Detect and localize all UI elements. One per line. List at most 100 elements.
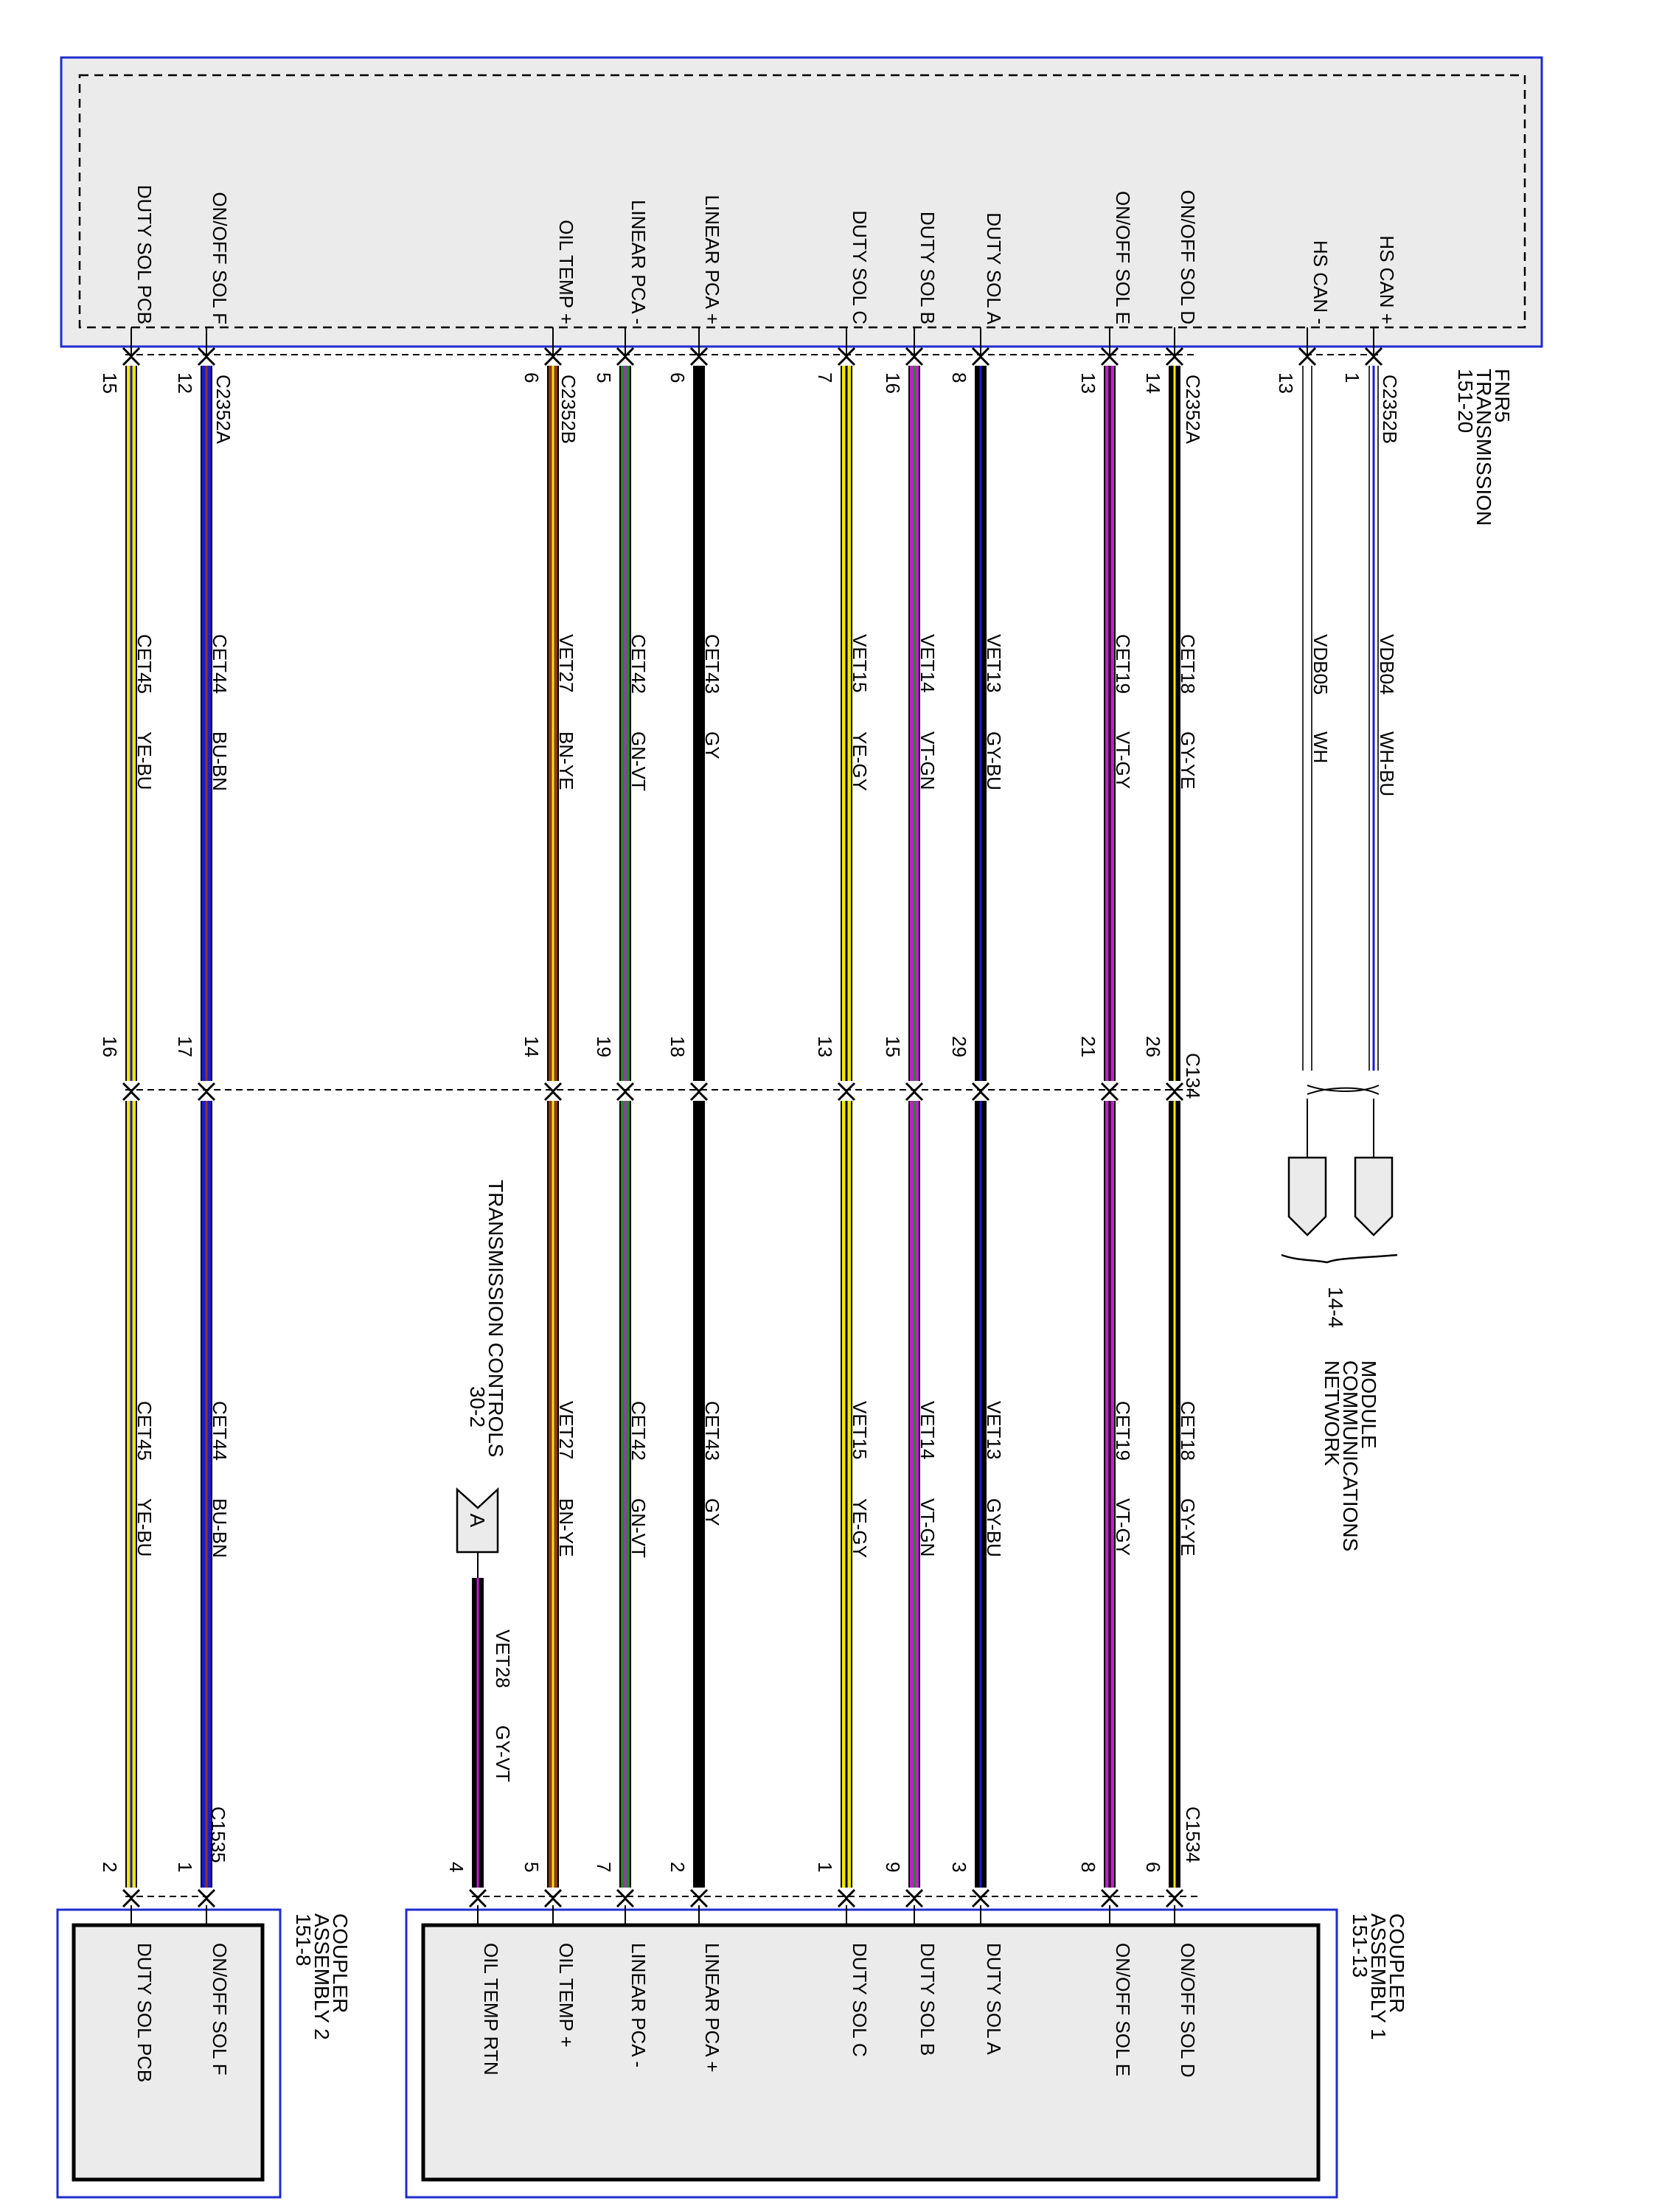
- mid-pin-number: 18: [667, 1036, 689, 1057]
- trans-controls-pin-number: 4: [445, 1862, 467, 1872]
- top-pin-number: 6: [521, 372, 543, 383]
- mid-pin-number: 15: [882, 1036, 904, 1057]
- circuit-id-upper: VET13: [983, 634, 1005, 693]
- bottom-pin-number: 1: [814, 1862, 836, 1872]
- top-terminal: [197, 347, 216, 366]
- network-label-2: COMMUNICATIONS: [1339, 1360, 1362, 1551]
- mid-pin-number: 19: [593, 1036, 615, 1057]
- circuit-id-lower: VET14: [917, 1401, 939, 1460]
- connector-c2352b-label-2: C2352B: [557, 375, 580, 444]
- mid-terminal: [971, 1082, 990, 1102]
- top-terminal: [689, 347, 709, 366]
- network-brace: [1281, 1253, 1398, 1264]
- coupler-assembly-2-box: [72, 1923, 265, 2182]
- circuit-id-upper: CET18: [1177, 634, 1199, 694]
- top-pin-label: LINEAR PCA +: [701, 195, 723, 324]
- transmission-module-inner-dashed: [78, 74, 1526, 329]
- circuit-id-lower: CET44: [209, 1401, 231, 1461]
- top-pin-label: LINEAR PCA -: [627, 200, 650, 324]
- bottom-pin-number: 2: [667, 1862, 689, 1872]
- wire-color-code-upper: VT-GY: [1112, 731, 1134, 789]
- connector-c2352b-label: C2352B: [1379, 375, 1401, 444]
- top-terminal: [1298, 347, 1317, 366]
- top-terminal: [1364, 347, 1383, 366]
- wire-color-code-upper: VT-GN: [917, 731, 939, 790]
- bottom-terminal: [837, 1888, 856, 1908]
- wire-color-code-upper: GY-BU: [983, 731, 1005, 790]
- network-flag-2: [1287, 1156, 1327, 1237]
- trans-controls-ref: 30-2: [466, 1386, 489, 1427]
- top-pin-number: 5: [593, 372, 615, 383]
- circuit-id-upper: CET43: [701, 634, 723, 694]
- top-pin-label: HS CAN -: [1310, 240, 1332, 324]
- circuit-id-upper: VET15: [849, 634, 871, 693]
- coupler-pin-label: DUTY SOL A: [983, 1943, 1005, 2055]
- top-terminal: [971, 347, 990, 366]
- wire-color-code: WH-BU: [1376, 731, 1398, 796]
- wire-color-code-lower: GN-VT: [627, 1498, 650, 1558]
- top-pin-label: DUTY SOL PCB: [133, 185, 156, 324]
- connector-c2352a-label-2: C2352A: [212, 375, 234, 445]
- bottom-terminal: [905, 1888, 924, 1908]
- top-pin-number: 13: [1275, 372, 1297, 394]
- mid-pin-number: 26: [1142, 1036, 1164, 1057]
- network-twist-symbol: [1307, 1085, 1380, 1095]
- bottom-pin-number: 9: [882, 1862, 904, 1872]
- top-pin-label: DUTY SOL B: [917, 212, 939, 324]
- connector-c134-label: C134: [1182, 1053, 1204, 1099]
- wire-color-code: WH: [1310, 731, 1332, 763]
- mid-terminal: [543, 1082, 563, 1102]
- mid-pin-number: 17: [174, 1036, 196, 1057]
- bottom-pin-number: 8: [1077, 1862, 1099, 1872]
- network-label-1: MODULE: [1357, 1360, 1380, 1449]
- top-pin-number: 6: [667, 372, 689, 383]
- coupler-assembly-2-title-1: COUPLER: [329, 1913, 352, 2013]
- top-pin-label: DUTY SOL C: [849, 210, 871, 324]
- bottom-terminal: [971, 1888, 990, 1908]
- mid-pin-number: 21: [1077, 1036, 1099, 1057]
- wire-color-code-lower: BN-YE: [555, 1498, 577, 1557]
- circuit-id-upper: CET19: [1112, 634, 1134, 694]
- bottom-pin-number: 1: [174, 1862, 196, 1872]
- connector-c1534-label: C1534: [1182, 1806, 1204, 1863]
- mid-terminal: [1100, 1082, 1119, 1102]
- bottom-terminal: [197, 1888, 216, 1908]
- top-terminal: [122, 347, 141, 366]
- coupler-pin-label: DUTY SOL B: [917, 1943, 939, 2056]
- mid-terminal: [1165, 1082, 1184, 1102]
- circuit-id-lower: CET19: [1112, 1401, 1134, 1461]
- mid-terminal: [905, 1082, 924, 1102]
- coupler-pin-label: LINEAR PCA -: [627, 1943, 650, 2067]
- wire-color-code-lower: GY: [701, 1498, 723, 1526]
- wire-color-code-lower: GY-BU: [983, 1498, 1005, 1557]
- top-pin-label: ON/OFF SOL D: [1177, 190, 1199, 325]
- wire-color-code-upper: YE-GY: [849, 731, 871, 791]
- mid-terminal: [197, 1082, 216, 1102]
- top-pin-number: 7: [814, 372, 836, 383]
- can-wire: [1302, 366, 1312, 1071]
- circuit-id-lower: CET45: [133, 1401, 156, 1461]
- wire-color-code-upper: YE-BU: [133, 731, 156, 790]
- coupler-pin-label: ON/OFF SOL E: [1112, 1943, 1134, 2076]
- wire-color-code-lower: YE-GY: [849, 1498, 871, 1558]
- connector-c2352a-label: C2352A: [1182, 375, 1204, 445]
- coupler-pin-label: ON/OFF SOL F: [209, 1943, 231, 2076]
- can-wire: [1368, 366, 1379, 1071]
- circuit-id-lower: VET13: [983, 1401, 1005, 1460]
- bottom-terminal: [543, 1888, 563, 1908]
- bottom-terminal: [689, 1888, 709, 1908]
- wire-color-code-upper: GY-YE: [1177, 731, 1199, 790]
- mid-pin-number: 13: [814, 1036, 836, 1057]
- mid-terminal: [616, 1082, 635, 1102]
- network-label-3: NETWORK: [1321, 1360, 1343, 1466]
- top-pin-label: DUTY SOL A: [983, 212, 1005, 324]
- wire-color-code-upper: GN-VT: [627, 731, 650, 791]
- top-terminal: [837, 347, 856, 366]
- trans-controls-terminal: [468, 1888, 487, 1908]
- top-pin-number: 15: [99, 372, 121, 394]
- transmission-module-frame: [60, 56, 1543, 348]
- top-pin-number: 13: [1077, 372, 1099, 394]
- circuit-id-upper: VET27: [555, 634, 577, 693]
- circuit-id-lower: VET27: [555, 1401, 577, 1460]
